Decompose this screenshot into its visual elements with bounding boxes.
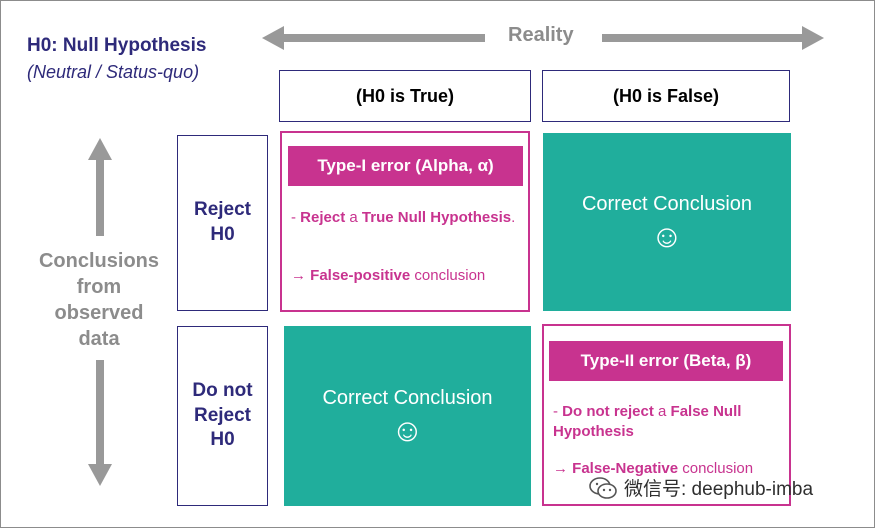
type1-desc-period: .: [511, 209, 516, 226]
type2-conclusion: → False-Negative conclusion: [553, 459, 785, 479]
wechat-icon: [589, 476, 617, 499]
type1-desc-dash: -: [291, 209, 301, 226]
type1-description: - Reject a True Null Hypothesis.: [291, 208, 523, 228]
arrow-down-icon: [88, 360, 112, 486]
row-header-reject-text: Reject H0: [193, 199, 252, 245]
type2-desc-false-null: False Null Hypothesis: [553, 403, 742, 441]
type1-arrow: →: [291, 267, 311, 284]
page-title: H0: Null Hypothesis: [27, 35, 207, 56]
type1-error-banner: Type-I error (Alpha, α): [288, 146, 523, 186]
arrow-up-icon: [88, 138, 112, 236]
conclusions-arrows: [88, 138, 112, 486]
type1-desc-true-null: True Null Hypothesis: [361, 209, 512, 226]
arrow-left-icon: [262, 26, 485, 50]
type2-arrow: →: [553, 460, 573, 477]
type1-desc-a: a: [345, 209, 362, 226]
correct-conclusion-cell-reject-false: Correct Conclusion ☺: [543, 133, 791, 311]
correct-conclusion-label: Correct Conclusion: [322, 386, 493, 409]
type2-conclusion-word: conclusion: [678, 460, 754, 477]
type2-desc-do-not-reject: Do not reject: [562, 403, 654, 420]
watermark: 微信号: deephub-imba: [588, 474, 813, 501]
column-header-h0-true: (H0 is True): [279, 70, 531, 122]
row-header-do-not-reject-text: Do not Reject H0: [192, 379, 253, 451]
column-header-h0-false: (H0 is False): [542, 70, 790, 122]
page-subtitle: (Neutral / Status-quo): [27, 62, 200, 82]
type1-conclusion-word: conclusion: [410, 267, 486, 284]
correct-conclusion-label: Correct Conclusion: [581, 192, 753, 215]
smiley-icon: ☺: [650, 217, 684, 254]
watermark-text: 微信号: deephub-imba: [624, 479, 814, 500]
row-header-do-not-reject: Do not Reject H0: [177, 326, 268, 506]
type1-conclusion: → False-positive conclusion: [291, 266, 523, 286]
type1-desc-reject: Reject: [300, 209, 346, 226]
smiley-icon: ☺: [391, 411, 424, 448]
side-label: Conclusions from observed data: [28, 248, 170, 352]
type2-desc-dash: -: [553, 403, 563, 420]
type2-error-banner: Type-II error (Beta, β): [549, 341, 783, 381]
type1-false-positive: False-positive: [310, 267, 411, 284]
type2-false-negative: False-Negative: [572, 460, 679, 477]
arrow-right-icon: [602, 26, 824, 50]
side-label-text: Conclusions from observed data: [38, 250, 159, 350]
correct-conclusion-cell-notreject-true: Correct Conclusion ☺: [284, 326, 531, 506]
reality-label: Reality: [508, 24, 574, 46]
row-header-reject: Reject H0: [177, 135, 268, 311]
type2-desc-a: a: [653, 403, 671, 420]
type2-description: - Do not reject a False Null Hypothesis: [553, 402, 785, 443]
reality-arrows: [262, 26, 824, 50]
